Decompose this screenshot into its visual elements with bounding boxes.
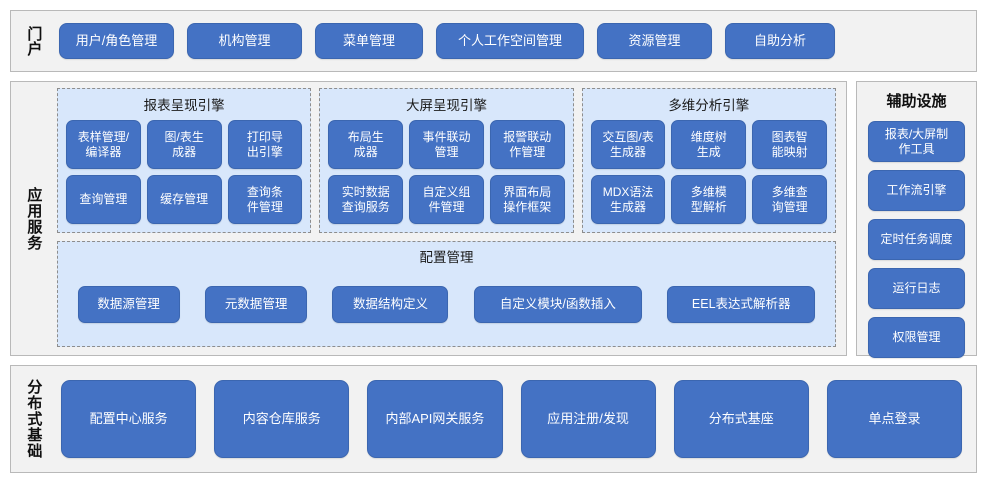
middle-region: 应用服务 报表呈现引擎 表样管理/ 编译器 图/表生 成器 打印导 出引擎 查询…: [10, 81, 977, 407]
engine-grid-report-rendering: 表样管理/ 编译器 图/表生 成器 打印导 出引擎 查询管理 缓存管理 查询条 …: [66, 120, 303, 224]
engine-item-chart-table-generator[interactable]: 图/表生 成器: [146, 120, 222, 169]
engine-large-screen-rendering: 大屏呈现引擎 布局生 成器 事件联动 管理 报警联动 作管理 实时数据 查询服务…: [319, 88, 574, 233]
engine-item-layout-generator[interactable]: 布局生 成器: [328, 120, 404, 169]
auxiliary-facilities-section: 辅助设施 报表/大屏制 作工具 工作流引擎 定时任务调度 运行日志 权限管理 消…: [856, 81, 977, 407]
engine-item-template-management-compiler[interactable]: 表样管理/ 编译器: [66, 120, 141, 169]
engine-grid-large-screen-rendering: 布局生 成器 事件联动 管理 报警联动 作管理 实时数据 查询服务 自定义组 件…: [328, 120, 565, 224]
engine-item-interactive-chart-table-generator[interactable]: 交互图/表 生成器: [590, 120, 666, 169]
config-item-metadata-management[interactable]: 元数据管理: [205, 286, 308, 323]
config-item-eel-expression-parser[interactable]: EEL表达式解析器: [667, 286, 816, 323]
dist-item-internal-api-gateway-service[interactable]: 内部API网关服务: [367, 380, 503, 458]
portal-item-self-service-analysis[interactable]: 自助分析: [725, 23, 835, 59]
dist-item-distributed-base[interactable]: 分布式基座: [673, 380, 809, 458]
config-item-data-structure-definition[interactable]: 数据结构定义: [332, 286, 449, 323]
aux-item-permission-management[interactable]: 权限管理: [868, 317, 965, 358]
engine-title-large-screen-rendering: 大屏呈现引擎: [405, 98, 487, 113]
dist-item-content-repository-service[interactable]: 内容仓库服务: [214, 380, 350, 458]
portal-section: 门户 用户/角色管理 机构管理 菜单管理 个人工作空间管理 资源管理 自助分析: [10, 10, 977, 72]
engine-item-dimension-tree-generation[interactable]: 维度树 生成: [671, 120, 747, 169]
engine-item-mdx-syntax-generator[interactable]: MDX语法 生成器: [590, 175, 666, 224]
app-services-body: 报表呈现引擎 表样管理/ 编译器 图/表生 成器 打印导 出引擎 查询管理 缓存…: [55, 82, 846, 355]
dist-item-single-sign-on[interactable]: 单点登录: [826, 380, 963, 458]
distributed-foundation-row: 配置中心服务 内容仓库服务 内部API网关服务 应用注册/发现 分布式基座 单点…: [55, 366, 976, 472]
engine-grid-multidimensional-analysis: 交互图/表 生成器 维度树 生成 图表智 能映射 MDX语法 生成器 多维模 型…: [590, 120, 827, 224]
distributed-foundation-title: 分布式基础: [25, 379, 43, 459]
dist-item-config-center-service[interactable]: 配置中心服务: [61, 380, 197, 458]
app-services-section-title: 应用服务: [25, 186, 43, 251]
auxiliary-facilities-list: 报表/大屏制 作工具 工作流引擎 定时任务调度 运行日志 权限管理 消息中心: [868, 121, 965, 407]
engine-title-report-rendering: 报表呈现引擎: [143, 98, 225, 113]
engine-item-cache-management[interactable]: 缓存管理: [146, 175, 222, 224]
engine-title-multidimensional-analysis: 多维分析引擎: [668, 98, 750, 113]
distributed-foundation-section: 分布式基础 配置中心服务 内容仓库服务 内部API网关服务 应用注册/发现 分布…: [10, 365, 977, 473]
aux-item-report-screen-authoring-tool[interactable]: 报表/大屏制 作工具: [868, 121, 965, 162]
engine-item-alarm-action-management[interactable]: 报警联动 作管理: [489, 120, 565, 169]
engine-item-print-export-engine[interactable]: 打印导 出引擎: [227, 120, 303, 169]
engine-item-chart-smart-mapping[interactable]: 图表智 能映射: [752, 120, 827, 169]
aux-item-runtime-log[interactable]: 运行日志: [868, 268, 965, 309]
portal-button-row: 用户/角色管理 机构管理 菜单管理 个人工作空间管理 资源管理 自助分析: [55, 11, 976, 71]
engine-item-ui-layout-framework[interactable]: 界面布局 操作框架: [489, 175, 565, 224]
app-services-section: 应用服务 报表呈现引擎 表样管理/ 编译器 图/表生 成器 打印导 出引擎 查询…: [10, 81, 847, 356]
engine-item-multidimensional-query-management[interactable]: 多维查 询管理: [752, 175, 827, 224]
engine-item-query-condition-management[interactable]: 查询条 件管理: [227, 175, 303, 224]
config-item-custom-module-function-insert[interactable]: 自定义模块/函数插入: [473, 286, 642, 323]
config-management-title: 配置管理: [419, 250, 474, 265]
engines-row: 报表呈现引擎 表样管理/ 编译器 图/表生 成器 打印导 出引擎 查询管理 缓存…: [57, 88, 836, 233]
portal-item-user-role-management[interactable]: 用户/角色管理: [59, 23, 174, 59]
aux-item-workflow-engine[interactable]: 工作流引擎: [868, 170, 965, 211]
engine-report-rendering: 报表呈现引擎 表样管理/ 编译器 图/表生 成器 打印导 出引擎 查询管理 缓存…: [57, 88, 312, 233]
engine-item-multidimensional-model-parsing[interactable]: 多维模 型解析: [671, 175, 747, 224]
config-management-panel: 配置管理 数据源管理 元数据管理 数据结构定义 自定义模块/函数插入 EEL表达…: [57, 241, 836, 347]
engine-item-custom-component-management[interactable]: 自定义组 件管理: [409, 175, 484, 224]
engine-multidimensional-analysis: 多维分析引擎 交互图/表 生成器 维度树 生成 图表智 能映射 MDX语法 生成…: [581, 88, 836, 233]
dist-item-app-registration-discovery[interactable]: 应用注册/发现: [520, 380, 656, 458]
portal-item-menu-management[interactable]: 菜单管理: [315, 23, 423, 59]
config-item-datasource-management[interactable]: 数据源管理: [77, 286, 180, 323]
config-management-row: 数据源管理 元数据管理 数据结构定义 自定义模块/函数插入 EEL表达式解析器: [66, 271, 827, 338]
portal-item-resource-management[interactable]: 资源管理: [597, 23, 712, 59]
auxiliary-facilities-title: 辅助设施: [886, 93, 947, 110]
portal-item-org-management[interactable]: 机构管理: [187, 23, 302, 59]
aux-item-scheduled-task-scheduler[interactable]: 定时任务调度: [868, 219, 965, 260]
engine-item-query-management[interactable]: 查询管理: [66, 175, 141, 224]
portal-item-personal-workspace-management[interactable]: 个人工作空间管理: [436, 23, 584, 59]
portal-section-title: 门户: [25, 26, 43, 56]
engine-item-realtime-data-query-service[interactable]: 实时数据 查询服务: [328, 175, 404, 224]
engine-item-event-linkage-management[interactable]: 事件联动 管理: [409, 120, 484, 169]
